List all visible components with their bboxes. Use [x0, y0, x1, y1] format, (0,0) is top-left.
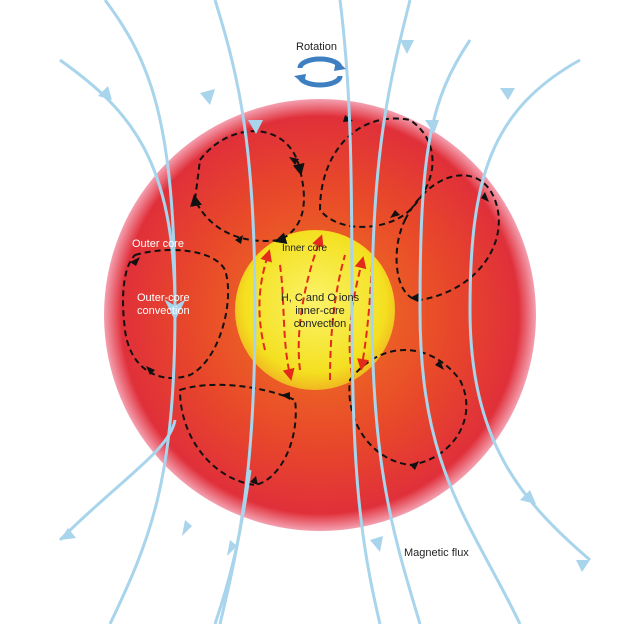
- inner-core-convection-label: H, C and O ions inner-core convection: [270, 292, 370, 331]
- inner-core: [235, 230, 395, 390]
- outer-core-convection-loops: [122, 117, 500, 487]
- rotation-icon: [294, 56, 346, 88]
- inner-core-convection-flows: [258, 234, 373, 381]
- outer-core-label: Outer core: [132, 238, 184, 250]
- inner-core-convection-line2: inner-core convection: [293, 305, 347, 330]
- outer-core-convection-label: Outer-core convection: [137, 292, 190, 317]
- rotation-label: Rotation: [296, 41, 337, 53]
- inner-core-convection-line1: H, C and O ions: [280, 292, 360, 304]
- magnetic-flux-label: Magnetic flux: [404, 547, 469, 559]
- magnetic-field-lines: [58, 0, 591, 624]
- inner-core-label: Inner core: [282, 243, 328, 254]
- field-line-arrows: [60, 40, 590, 572]
